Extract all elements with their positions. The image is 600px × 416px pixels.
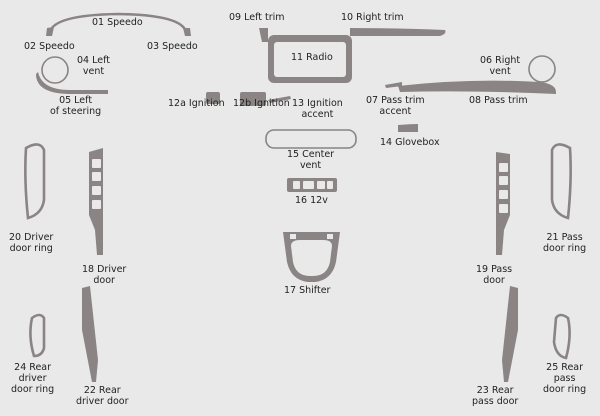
piece-12b-ignition: [240, 92, 266, 106]
piece-06-right-vent: [528, 55, 556, 83]
piece-22-rear-driver-door: [82, 286, 98, 382]
piece-08-pass-trim: [398, 80, 556, 94]
label-22: 22 Rear driver door: [76, 385, 129, 407]
label-16: 16 12v: [295, 195, 328, 206]
piece-10-right-trim: [350, 28, 446, 36]
piece-01-speedo: [48, 12, 188, 33]
piece-02-speedo: [46, 27, 54, 36]
piece-21-pass-door-ring: [550, 143, 572, 220]
label-12b: 12b Ignition: [233, 98, 290, 109]
piece-20-driver-door-ring: [24, 143, 46, 220]
label-19: 19 Pass door: [476, 264, 513, 286]
piece-25-rear-pass-door-ring: [552, 313, 571, 360]
label-18: 18 Driver door: [82, 264, 127, 286]
piece-15-center-vent: [265, 129, 357, 149]
label-24: 24 Rear driver door ring: [11, 362, 55, 395]
piece-05-left-of-steering: [36, 72, 108, 94]
label-21: 21 Pass door ring: [543, 232, 587, 254]
label-20: 20 Driver door ring: [9, 232, 54, 254]
label-12a: 12a Ignition: [168, 98, 225, 109]
label-13: 13 Ignition accent: [292, 98, 343, 120]
piece-14-glovebox: [398, 124, 418, 132]
piece-09-left-trim: [259, 28, 268, 42]
piece-13-ignition-accent: [268, 96, 291, 103]
label-05: 05 Left of steering: [50, 95, 102, 117]
label-17: 17 Shifter: [284, 285, 331, 296]
piece-12a-ignition: [206, 92, 220, 104]
label-25: 25 Rear pass door ring: [543, 362, 587, 395]
piece-03-speedo: [183, 28, 191, 36]
label-11: 11 Radio: [291, 52, 333, 63]
label-01: 01 Speedo: [92, 17, 143, 28]
label-15: 15 Center vent: [287, 149, 335, 171]
piece-17-shifter: [283, 232, 340, 282]
piece-24-rear-driver-door-ring: [29, 313, 46, 358]
label-10: 10 Right trim: [341, 12, 404, 23]
piece-23-rear-pass-door: [502, 286, 518, 382]
piece-04-left-vent: [41, 56, 69, 84]
label-02: 02 Speedo: [24, 41, 75, 52]
piece-18-driver-door: [89, 148, 103, 255]
label-23: 23 Rear pass door: [472, 385, 519, 407]
piece-19-pass-door: [496, 152, 510, 255]
piece-16-12v: [287, 178, 337, 192]
label-07: 07 Pass trim accent: [366, 95, 425, 117]
label-03: 03 Speedo: [147, 41, 198, 52]
label-14: 14 Glovebox: [380, 137, 440, 148]
label-04: 04 Left vent: [77, 55, 110, 77]
label-08: 08 Pass trim: [469, 95, 528, 106]
label-09: 09 Left trim: [229, 12, 285, 23]
piece-07-pass-trim-accent: [385, 82, 402, 88]
label-06: 06 Right vent: [480, 55, 521, 77]
